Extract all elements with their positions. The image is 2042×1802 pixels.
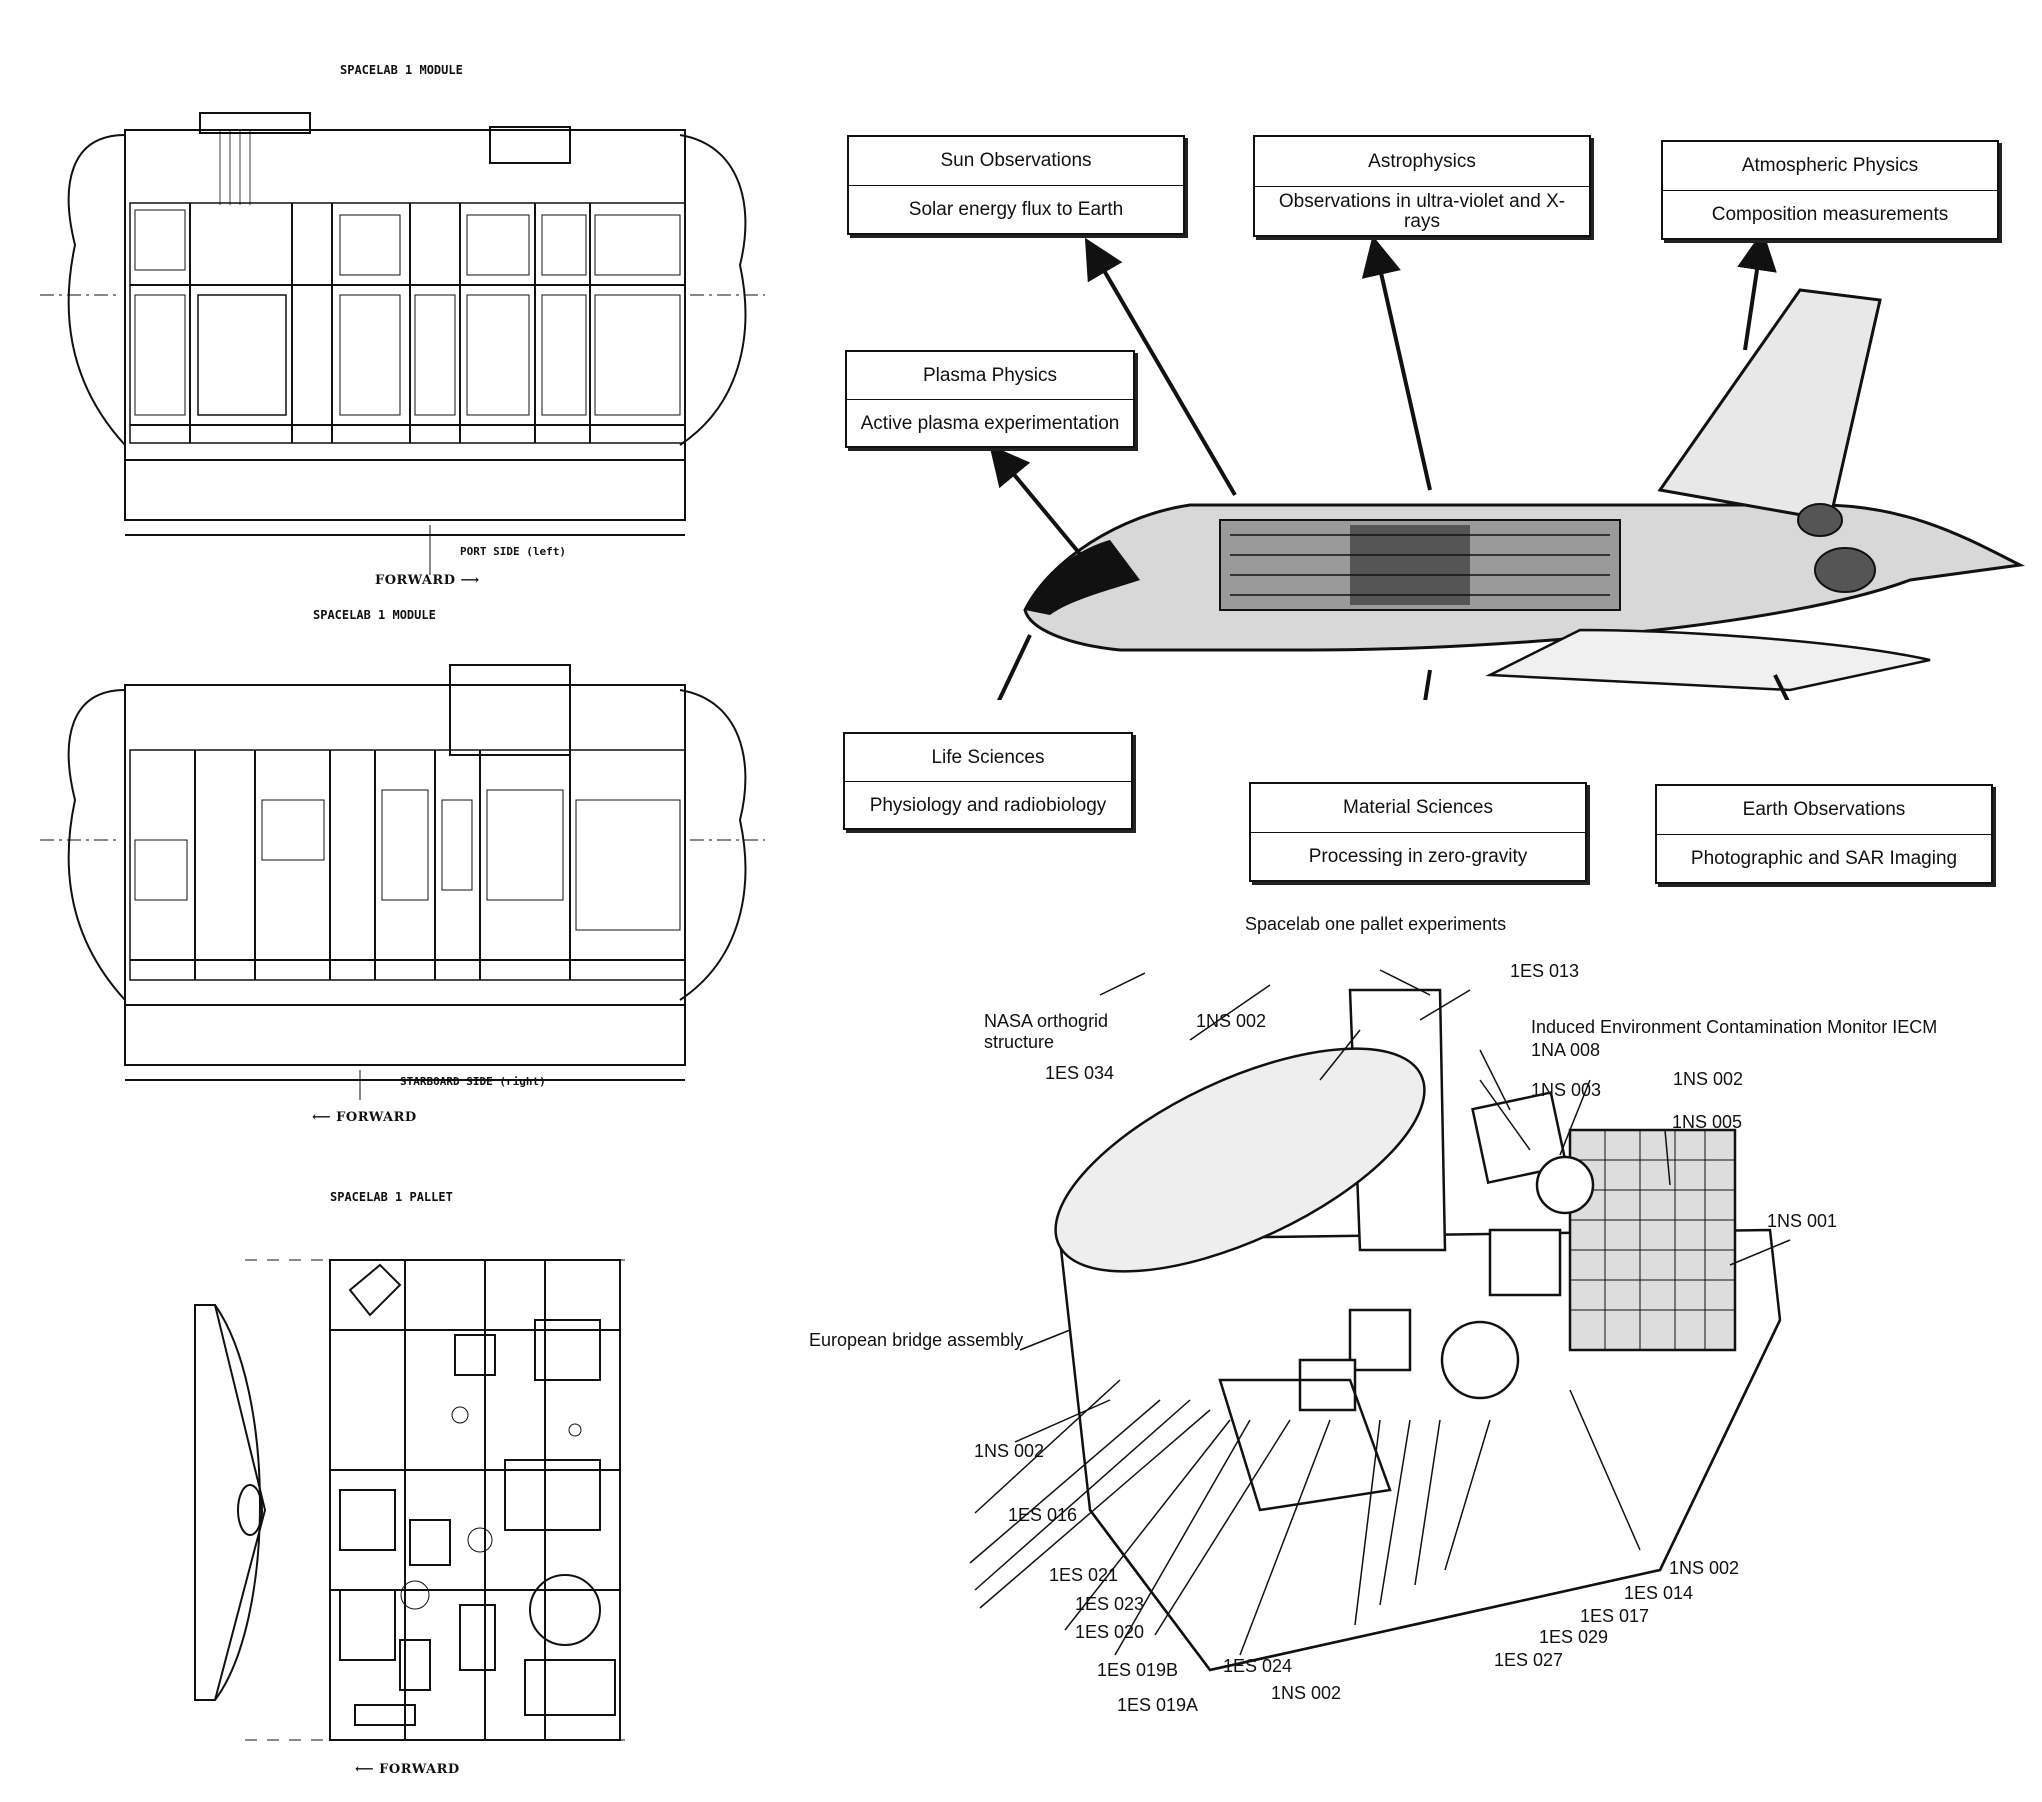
forward-arrow-icon: ⟵: [355, 1762, 375, 1777]
pallet-experiments-drawing: [969, 969, 1791, 1672]
label-1es-021: 1ES 021: [1049, 1565, 1119, 1585]
label-1ns-002-left: 1NS 002: [974, 1441, 1045, 1461]
discipline-box-plasma: Plasma Physics Active plasma experimenta…: [845, 350, 1135, 448]
discipline-box-material: Material Sciences Processing in zero-gra…: [1249, 782, 1587, 882]
module-port-title: SPACELAB 1 MODULE: [340, 63, 463, 77]
forward-arrow-icon: ⟵: [312, 1110, 332, 1125]
module-starboard-panel: SPACELAB 1 MODULE: [30, 600, 770, 1140]
discipline-title: Earth Observations: [1657, 786, 1991, 835]
module-starboard-forward-label: ⟵ FORWARD: [312, 1110, 417, 1125]
discipline-subtitle: Observations in ultra-violet and X-rays: [1278, 190, 1566, 232]
shuttle-illustration: [989, 230, 2026, 700]
forward-text: FORWARD: [336, 1110, 417, 1125]
module-port-drawing: [40, 112, 765, 575]
label-1es-029: 1ES 029: [1539, 1627, 1609, 1647]
discipline-subtitle: Processing in zero-gravity: [1308, 846, 1528, 868]
label-1es-024: 1ES 024: [1223, 1656, 1293, 1676]
pallet-drawing: [194, 1259, 625, 1741]
label-1es-017: 1ES 017: [1580, 1606, 1650, 1626]
label-1es-013: 1ES 013: [1510, 961, 1580, 981]
discipline-title: Atmospheric Physics: [1663, 142, 1997, 191]
label-nasa-orthogrid-text: NASA orthogrid structure: [984, 1011, 1109, 1052]
forward-text: FORWARD: [379, 1762, 460, 1777]
discipline-subtitle: Solar energy flux to Earth: [908, 199, 1124, 221]
label-1ns-005: 1NS 005: [1672, 1112, 1743, 1132]
label-1ns-002-right: 1NS 002: [1673, 1069, 1744, 1089]
label-1ns-002-bottom: 1NS 002: [1271, 1683, 1342, 1703]
pallet-forward-label: ⟵ FORWARD: [355, 1762, 460, 1777]
label-1es-020: 1ES 020: [1075, 1622, 1145, 1642]
module-starboard-drawing: [40, 664, 765, 1100]
label-1es-034: 1ES 034: [1045, 1063, 1115, 1083]
pallet-experiments-caption: Spacelab one pallet experiments: [1245, 914, 1507, 934]
label-nasa-orthogrid: NASA orthogrid structure: [984, 1011, 1108, 1052]
module-starboard-side-label: STARBOARD SIDE (right): [400, 1075, 546, 1088]
module-port-panel: SPACELAB 1 MODULE: [30, 55, 770, 595]
label-1es-019b: 1ES 019B: [1097, 1660, 1179, 1680]
label-1es-027: 1ES 027: [1494, 1650, 1564, 1670]
label-1ns-002-lowright: 1NS 002: [1669, 1558, 1740, 1578]
discipline-title: Life Sciences: [845, 734, 1131, 782]
module-port-forward-label: FORWARD ⟶: [375, 573, 480, 588]
discipline-box-sun: Sun Observations Solar energy flux to Ea…: [847, 135, 1185, 235]
discipline-title: Plasma Physics: [847, 352, 1133, 400]
discipline-subtitle: Active plasma experimentation: [860, 412, 1120, 434]
label-1na-008: 1NA 008: [1531, 1040, 1601, 1060]
module-port-side-label: PORT SIDE (left): [460, 545, 566, 558]
label-1es-016: 1ES 016: [1008, 1505, 1078, 1525]
discipline-box-life: Life Sciences Physiology and radiobiolog…: [843, 732, 1133, 830]
discipline-title: Material Sciences: [1251, 784, 1585, 833]
pallet-title: SPACELAB 1 PALLET: [330, 1190, 453, 1204]
label-1es-023: 1ES 023: [1075, 1594, 1145, 1614]
discipline-title: Sun Observations: [849, 137, 1183, 186]
discipline-subtitle: Composition measurements: [1711, 204, 1949, 226]
label-european-bridge: European bridge assembly: [809, 1330, 1024, 1350]
discipline-box-atmospheric: Atmospheric Physics Composition measurem…: [1661, 140, 1999, 240]
discipline-subtitle: Physiology and radiobiology: [869, 794, 1107, 816]
pallet-panel: SPACELAB 1 PALLET: [155, 1190, 635, 1790]
label-1es-019a: 1ES 019A: [1117, 1695, 1199, 1715]
discipline-title: Astrophysics: [1255, 137, 1589, 187]
discipline-box-astrophysics: Astrophysics Observations in ultra-viole…: [1253, 135, 1591, 237]
module-starboard-title: SPACELAB 1 MODULE: [313, 608, 436, 622]
forward-arrow-icon: ⟶: [460, 573, 480, 588]
label-1ns-001: 1NS 001: [1767, 1211, 1838, 1231]
label-1es-014: 1ES 014: [1624, 1583, 1694, 1603]
label-iecm: Induced Environment Contamination Monito…: [1531, 1017, 1938, 1037]
discipline-subtitle: Photographic and SAR Imaging: [1690, 848, 1958, 870]
discipline-box-earth: Earth Observations Photographic and SAR …: [1655, 784, 1993, 884]
forward-text: FORWARD: [375, 573, 456, 588]
label-1ns-003: 1NS 003: [1531, 1080, 1602, 1100]
label-1ns-002-top: 1NS 002: [1196, 1011, 1267, 1031]
